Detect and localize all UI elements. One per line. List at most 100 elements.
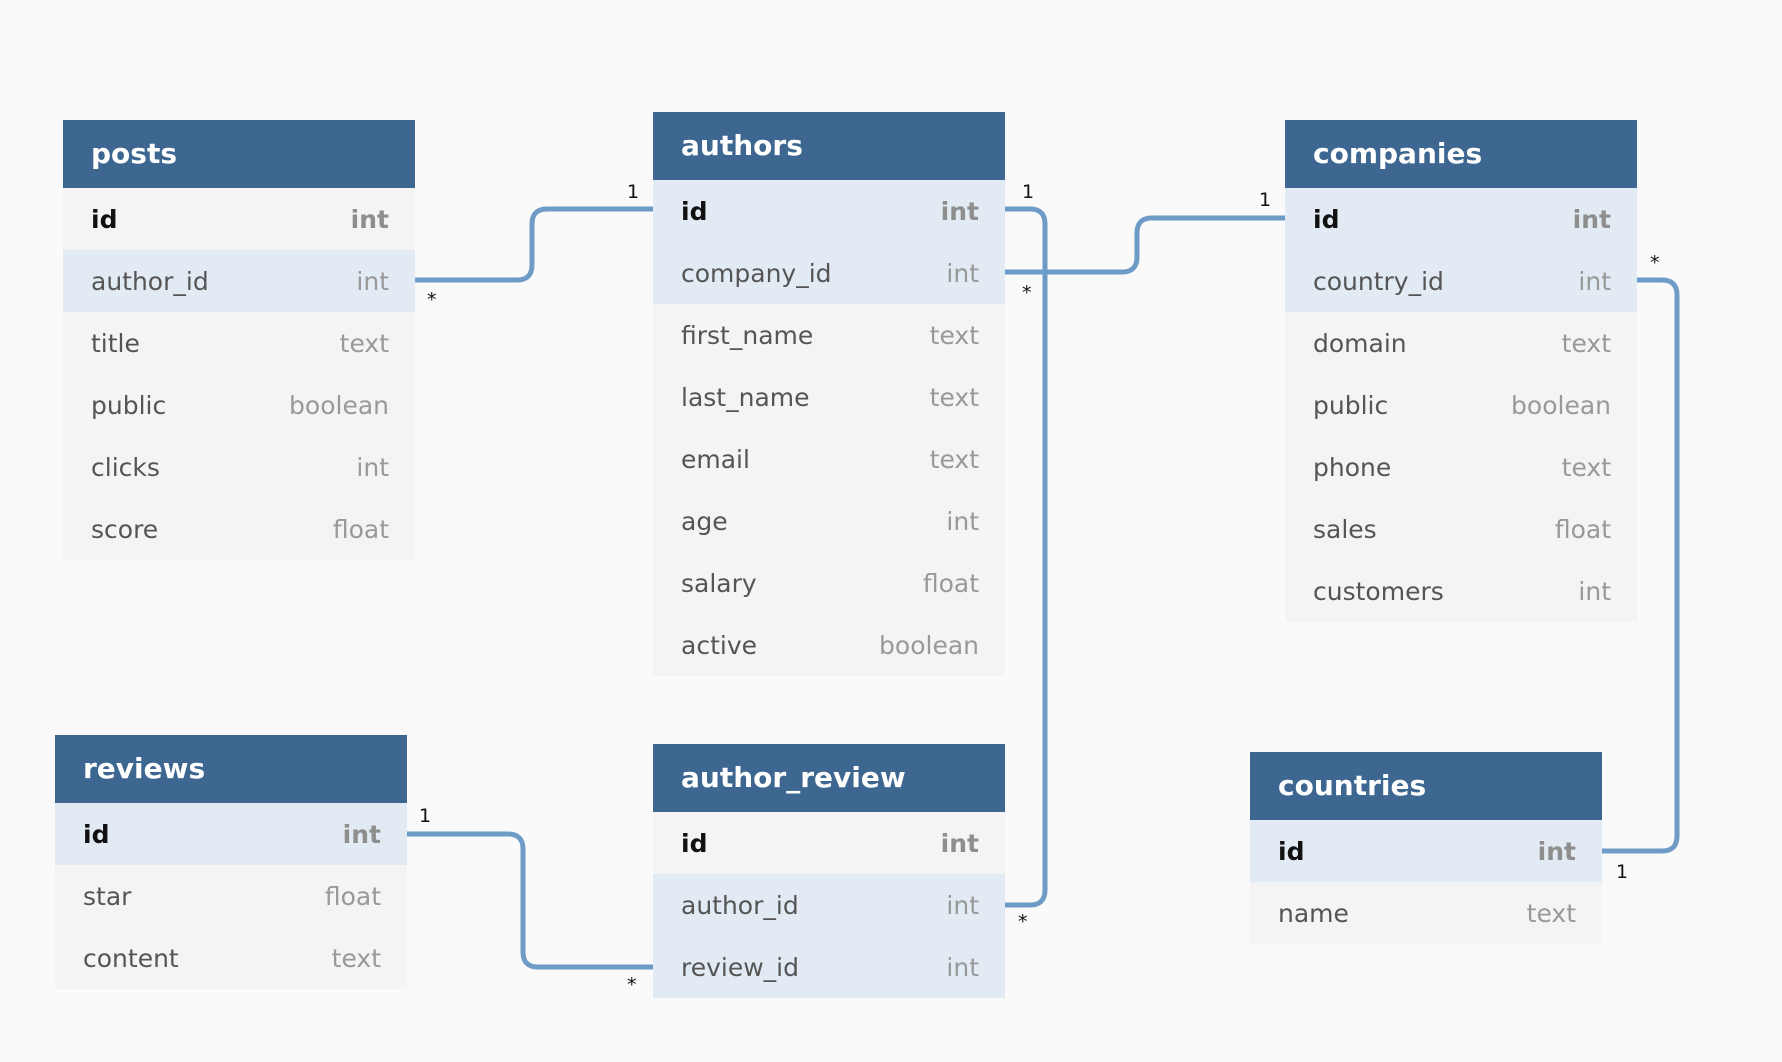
column-type: int bbox=[1537, 836, 1576, 866]
column-type: int bbox=[342, 819, 381, 849]
column-row-author-review-author-id[interactable]: author_id int bbox=[653, 874, 1005, 936]
column-name: customers bbox=[1313, 576, 1444, 606]
column-row-posts-id[interactable]: id int bbox=[63, 188, 415, 250]
table-header-reviews[interactable]: reviews bbox=[55, 735, 407, 803]
cardinality-one-label: 1 bbox=[627, 181, 640, 203]
column-type: int bbox=[1578, 576, 1611, 606]
column-row-reviews-id[interactable]: id int bbox=[55, 803, 407, 865]
column-name: content bbox=[83, 943, 179, 973]
column-type: int bbox=[1578, 266, 1611, 296]
column-row-companies-domain[interactable]: domain text bbox=[1285, 312, 1637, 374]
column-row-authors-salary[interactable]: salary float bbox=[653, 552, 1005, 614]
column-type: int bbox=[946, 890, 979, 920]
column-name: id bbox=[83, 819, 110, 849]
table-header-companies[interactable]: companies bbox=[1285, 120, 1637, 188]
column-row-authors-email[interactable]: email text bbox=[653, 428, 1005, 490]
column-row-companies-phone[interactable]: phone text bbox=[1285, 436, 1637, 498]
column-type: int bbox=[940, 196, 979, 226]
column-type: text bbox=[1561, 452, 1611, 482]
column-type: text bbox=[331, 943, 381, 973]
column-type: int bbox=[350, 204, 389, 234]
column-type: text bbox=[339, 328, 389, 358]
column-type: boolean bbox=[289, 390, 389, 420]
column-type: text bbox=[929, 382, 979, 412]
column-type: text bbox=[1526, 898, 1576, 928]
column-name: id bbox=[681, 828, 708, 858]
table-header-authors[interactable]: authors bbox=[653, 112, 1005, 180]
column-type: int bbox=[946, 258, 979, 288]
relation-line-posts-author-id-to-authors-id[interactable] bbox=[415, 206, 653, 283]
column-row-authors-age[interactable]: age int bbox=[653, 490, 1005, 552]
column-type: text bbox=[929, 444, 979, 474]
column-name: public bbox=[1313, 390, 1389, 420]
column-name: author_id bbox=[681, 890, 799, 920]
column-row-posts-public[interactable]: public boolean bbox=[63, 374, 415, 436]
cardinality-many-label: * bbox=[1018, 911, 1028, 933]
column-name: name bbox=[1278, 898, 1349, 928]
column-name: salary bbox=[681, 568, 757, 598]
column-type: int bbox=[356, 266, 389, 296]
column-name: age bbox=[681, 506, 728, 536]
column-row-countries-name[interactable]: name text bbox=[1250, 882, 1602, 944]
cardinality-one-label: 1 bbox=[419, 805, 432, 827]
column-type: int bbox=[356, 452, 389, 482]
column-name: score bbox=[91, 514, 159, 544]
table-header-posts[interactable]: posts bbox=[63, 120, 415, 188]
column-row-companies-customers[interactable]: customers int bbox=[1285, 560, 1637, 622]
cardinality-many-label: * bbox=[1650, 252, 1660, 274]
column-type: float bbox=[332, 514, 389, 544]
column-name: id bbox=[681, 196, 708, 226]
table-header-author-review[interactable]: author_review bbox=[653, 744, 1005, 812]
table-header-countries[interactable]: countries bbox=[1250, 752, 1602, 820]
column-row-posts-author-id[interactable]: author_id int bbox=[63, 250, 415, 312]
column-type: int bbox=[940, 828, 979, 858]
column-name: sales bbox=[1313, 514, 1377, 544]
column-type: text bbox=[1561, 328, 1611, 358]
column-row-author-review-id[interactable]: id int bbox=[653, 812, 1005, 874]
column-row-reviews-content[interactable]: content text bbox=[55, 927, 407, 989]
cardinality-many-label: * bbox=[1022, 282, 1032, 304]
column-row-authors-id[interactable]: id int bbox=[653, 180, 1005, 242]
relation-line-author-review-author-id-to-authors-id[interactable] bbox=[1005, 206, 1048, 908]
column-type: float bbox=[922, 568, 979, 598]
column-type: int bbox=[1572, 204, 1611, 234]
cardinality-one-label: 1 bbox=[1259, 189, 1272, 211]
column-row-companies-id[interactable]: id int bbox=[1285, 188, 1637, 250]
cardinality-many-label: * bbox=[627, 974, 637, 996]
column-name: email bbox=[681, 444, 750, 474]
column-row-posts-score[interactable]: score float bbox=[63, 498, 415, 560]
column-name: review_id bbox=[681, 952, 799, 982]
column-row-authors-last-name[interactable]: last_name text bbox=[653, 366, 1005, 428]
column-name: last_name bbox=[681, 382, 810, 412]
column-name: company_id bbox=[681, 258, 832, 288]
column-row-authors-company-id[interactable]: company_id int bbox=[653, 242, 1005, 304]
cardinality-one-label: 1 bbox=[1022, 181, 1035, 203]
column-name: id bbox=[91, 204, 118, 234]
column-name: domain bbox=[1313, 328, 1407, 358]
column-type: int bbox=[946, 506, 979, 536]
relation-line-author-review-review-id-to-reviews-id[interactable] bbox=[407, 831, 653, 970]
column-name: id bbox=[1313, 204, 1340, 234]
column-type: float bbox=[324, 881, 381, 911]
column-name: author_id bbox=[91, 266, 209, 296]
column-name: phone bbox=[1313, 452, 1392, 482]
relation-line-authors-company-id-to-companies-id[interactable] bbox=[1005, 215, 1285, 275]
column-name: public bbox=[91, 390, 167, 420]
column-name: first_name bbox=[681, 320, 814, 350]
